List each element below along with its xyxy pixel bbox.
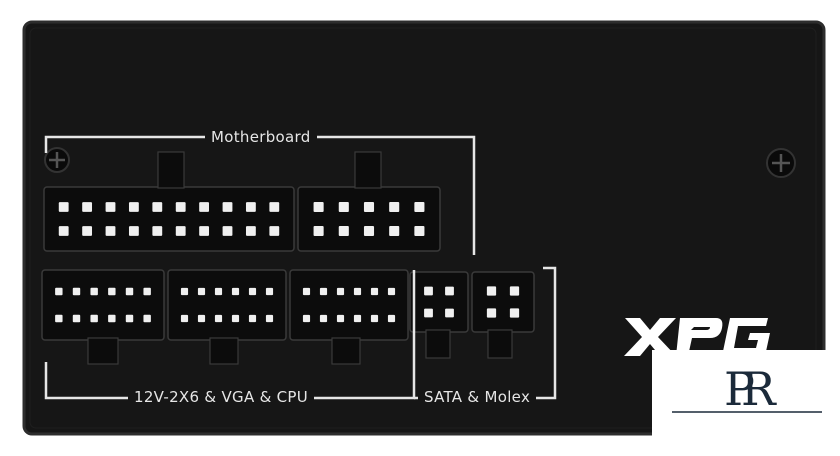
pcie-cpu-connector-2 bbox=[167, 269, 287, 365]
watermark-box bbox=[652, 350, 840, 456]
motherboard-connector-20pin bbox=[43, 151, 295, 252]
watermark-text: PR bbox=[724, 362, 775, 416]
xpg-logo bbox=[624, 318, 770, 356]
screw-left bbox=[44, 147, 70, 173]
label-sata-molex: SATA & Molex bbox=[418, 388, 537, 406]
label-gpu-cpu: 12V-2X6 & VGA & CPU bbox=[128, 388, 315, 406]
pcie-cpu-connector-3 bbox=[289, 269, 409, 365]
sata-molex-connector-2 bbox=[471, 271, 535, 359]
label-motherboard: Motherboard bbox=[205, 128, 317, 146]
sata-molex-connector-1 bbox=[409, 271, 469, 359]
motherboard-connector-4pin bbox=[297, 151, 441, 252]
screw-right bbox=[766, 148, 796, 178]
pcie-cpu-connector-1 bbox=[41, 269, 165, 365]
psu-panel-inner-edge bbox=[29, 27, 817, 429]
